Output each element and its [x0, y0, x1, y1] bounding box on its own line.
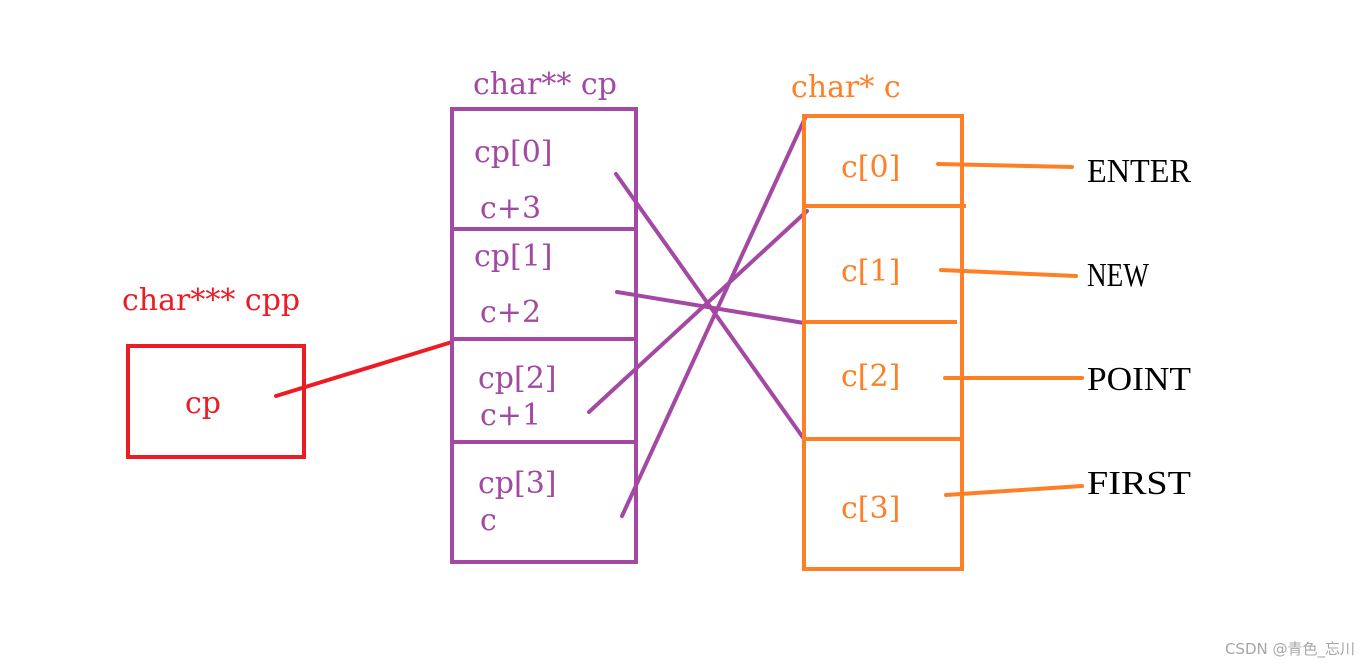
cp-cell-name: cp[2]: [478, 361, 557, 396]
c-cell-name: c[2]: [841, 359, 900, 394]
string-literals: ENTER NEW POINT FIRST: [1087, 153, 1191, 502]
cpp-box: [126, 344, 306, 459]
cp-cell-value: c: [480, 503, 497, 538]
cpp-cell-value: cp: [185, 386, 221, 421]
cp-label: char** cp: [473, 67, 617, 102]
cp-cell-value: c+3: [480, 191, 541, 226]
cpp-to-cp-arrow: [274, 340, 454, 398]
string-literal: NEW: [1087, 257, 1150, 294]
string-literal: ENTER: [1087, 153, 1191, 190]
cp1-to-c2-arrow: [615, 290, 806, 325]
watermark: CSDN @青色_忘川: [1224, 640, 1355, 658]
cp3-to-c0-arrow: [620, 114, 808, 518]
c-group: char* c c[0] c[1] c[2] c[3]: [791, 70, 1084, 571]
c3-to-string-arrow: [944, 484, 1084, 497]
string-literal: POINT: [1087, 361, 1191, 398]
c-cell-name: c[3]: [841, 491, 900, 526]
cp-group: char** cp cp[0] c+3 cp[1] c+2 cp[2] c+1 …: [450, 67, 809, 564]
c-label: char* c: [791, 70, 901, 105]
c-cell-name: c[1]: [841, 254, 900, 289]
cpp-label: char*** cpp: [122, 283, 300, 318]
string-literal: FIRST: [1087, 465, 1191, 502]
c0-to-string-arrow: [936, 162, 1074, 169]
cp-cell-name: cp[0]: [474, 135, 553, 170]
cp-cell-name: cp[3]: [478, 466, 557, 501]
c1-to-string-arrow: [939, 268, 1078, 278]
cp2-to-c1-arrow: [587, 209, 809, 414]
cp-cell-value: c+1: [480, 398, 541, 433]
cp-array-box: [450, 107, 638, 564]
c-cell-name: c[0]: [841, 150, 900, 185]
cpp-group: char*** cpp cp: [122, 283, 454, 459]
cp-cell-name: cp[1]: [474, 239, 553, 274]
c-array-box: [802, 114, 964, 571]
cp-cell-value: c+2: [480, 295, 541, 330]
